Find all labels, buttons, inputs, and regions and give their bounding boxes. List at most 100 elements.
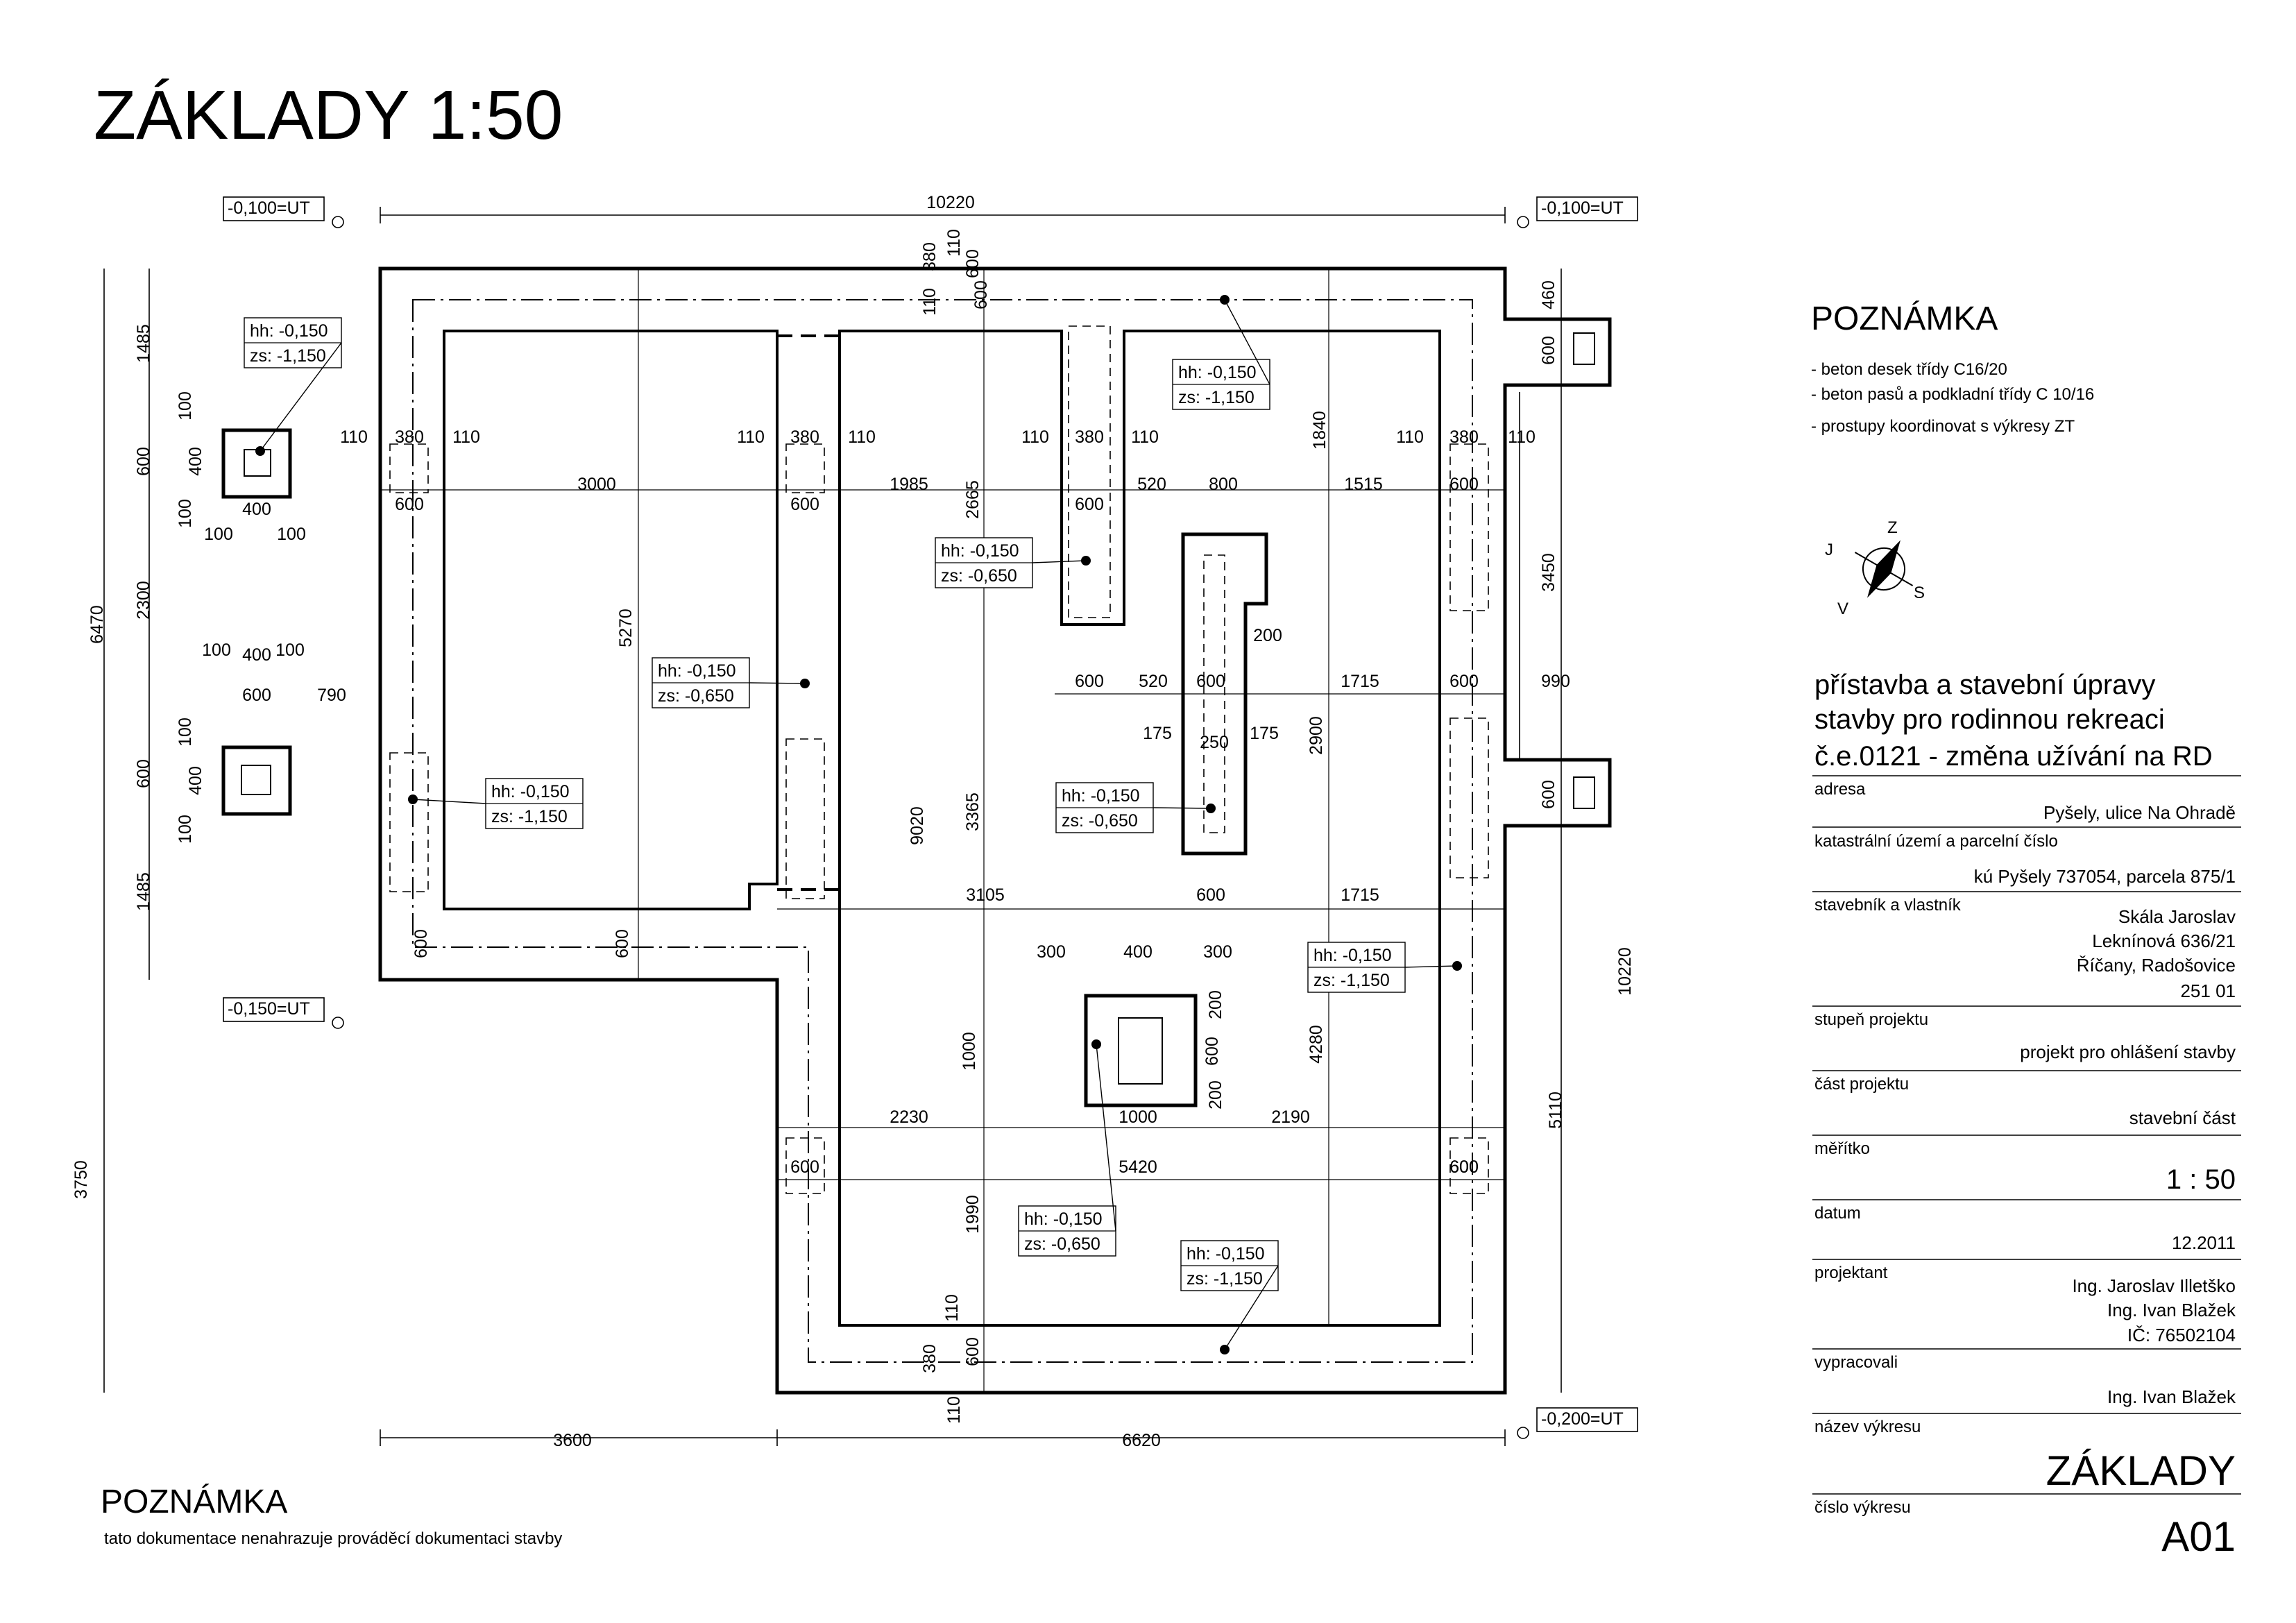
designer-line-3: IČ: 76502104 [2127,1325,2236,1345]
dimension-label: 200 [1206,1080,1225,1110]
cadastre-label: katastrální území a parcelní číslo [1814,832,2058,851]
dimension-label: 100 [176,717,195,747]
owner-label: stavebník a vlastník [1814,896,1962,915]
dimension-label: 3365 [963,792,983,831]
dimension-label: 110 [452,427,480,447]
project-name-line-1: přístavba a stavební úpravy [1814,670,2155,700]
dimension-label: 110 [920,288,939,316]
level-tag-hh: hh: -0,150 [658,661,736,681]
owner-line-3: Říčany, Radošovice [2077,955,2236,976]
dimension-label: 6620 [1122,1431,1161,1450]
pad-footing-ext-2-inner [241,765,271,795]
dimension-label: 790 [317,686,346,705]
dimension-label: 5270 [616,609,636,647]
title-block: přístavba a stavební úpravy stavby pro r… [1812,670,2241,1560]
chimney-box-side [1573,776,1595,809]
drawing-no-label: číslo výkresu [1814,1498,1911,1517]
dimension-label: 400 [1123,942,1153,962]
level-tag-hh: hh: -0,150 [1178,363,1257,382]
dimension-label: 5110 [1546,1091,1565,1129]
dimension-label: 600 [971,280,991,309]
dimension-label: 100 [275,640,305,660]
title-block-rules [1812,775,2241,1495]
level-mark: -0,200=UT [1517,1407,1638,1439]
dimension-label: 110 [944,1396,964,1424]
pad-footing-center-inner [1118,1017,1163,1085]
dimension-label: 600 [242,686,271,705]
level-tag-hh: hh: -0,150 [491,782,570,801]
level-tag-zs: zs: -1,150 [1187,1269,1263,1289]
dimension-label: 400 [186,766,205,795]
level-tag-zs: zs: -1,150 [250,346,326,366]
dimension-label: 380 [790,427,819,447]
owner-line-4: 251 01 [2180,980,2236,1001]
level-target-icon [332,216,344,228]
dimension-label: 9020 [908,806,927,845]
designer-line-1: Ing. Jaroslav Illetško [2072,1275,2236,1296]
dimension-label: 3750 [71,1160,91,1199]
dimension-label: 110 [1021,427,1049,447]
level-tag-zs: zs: -1,150 [491,807,568,826]
project-name-line-3: č.e.0121 - změna užívání na RD [1814,741,2213,772]
dimension-label: 300 [1203,942,1232,962]
level-tag-zs: zs: -0,650 [1024,1234,1100,1254]
dimension-label: 175 [1250,724,1279,743]
prepared-value: Ing. Ivan Blažek [2107,1386,2236,1407]
dimension-label: 600 [411,929,431,958]
dimension-label: 100 [277,525,306,544]
bottom-note-text: tato dokumentace nenahrazuje prováděcí d… [104,1529,562,1548]
level-point-marker [408,794,418,804]
dimension-label: 175 [1143,724,1172,743]
level-mark: -0,150=UT [223,997,344,1029]
dimension-label: 400 [186,447,205,476]
dimension-label: 100 [176,815,195,844]
level-tag-zs: zs: -0,650 [658,686,734,706]
level-tag-zs: zs: -1,150 [1313,971,1390,990]
level-point-marker [1091,1039,1101,1049]
level-tag-hh: hh: -0,150 [941,541,1019,561]
cadastre-value: kú Pyšely 737054, parcela 875/1 [1974,866,2236,887]
level-point-marker [800,679,810,688]
dimension-label: 110 [1508,427,1536,447]
dimension-label: 600 [1196,885,1225,905]
dimension-label: 1985 [890,475,928,494]
level-mark-label: -0,150=UT [228,999,310,1019]
dimension-label: 600 [790,1157,819,1177]
level-target-icon [1517,216,1529,228]
level-mark-label: -0,100=UT [1541,198,1624,218]
dimension-label: 10220 [1615,947,1635,996]
dimension-label: 110 [1396,427,1424,447]
designer-label: projektant [1814,1264,1888,1282]
dimension-label: 2190 [1271,1107,1310,1127]
part-label: část projektu [1814,1075,1909,1094]
address-label: adresa [1814,780,1866,799]
dimension-label: 1515 [1344,475,1383,494]
dimension-label: 600 [963,249,983,278]
prepared-label: vypracovali [1814,1353,1898,1372]
dimension-label: 200 [1206,990,1225,1019]
level-target-icon [1517,1427,1529,1439]
part-value: stavební část [2129,1107,2236,1128]
level-mark: -0,100=UT [1517,196,1638,228]
stage-value: projekt pro ohlášení stavby [2020,1042,2236,1062]
dimension-label: 600 [395,495,424,514]
compass-letter-s: S [1914,584,1925,602]
dimension-label: 990 [1541,672,1570,691]
dimension-label: 600 [134,447,153,476]
dimension-label: 600 [134,759,153,788]
project-name-line-2: stavby pro rodinnou rekreaci [1814,704,2165,735]
dimension-label: 600 [1449,672,1479,691]
dimension-label: 100 [176,391,195,420]
notes: POZNÁMKA - beton desek třídy C16/20 - be… [1811,300,2094,436]
pad-footing-center [1084,994,1198,1107]
dimension-label: 1840 [1310,411,1329,450]
dimension-label: 110 [944,229,964,257]
